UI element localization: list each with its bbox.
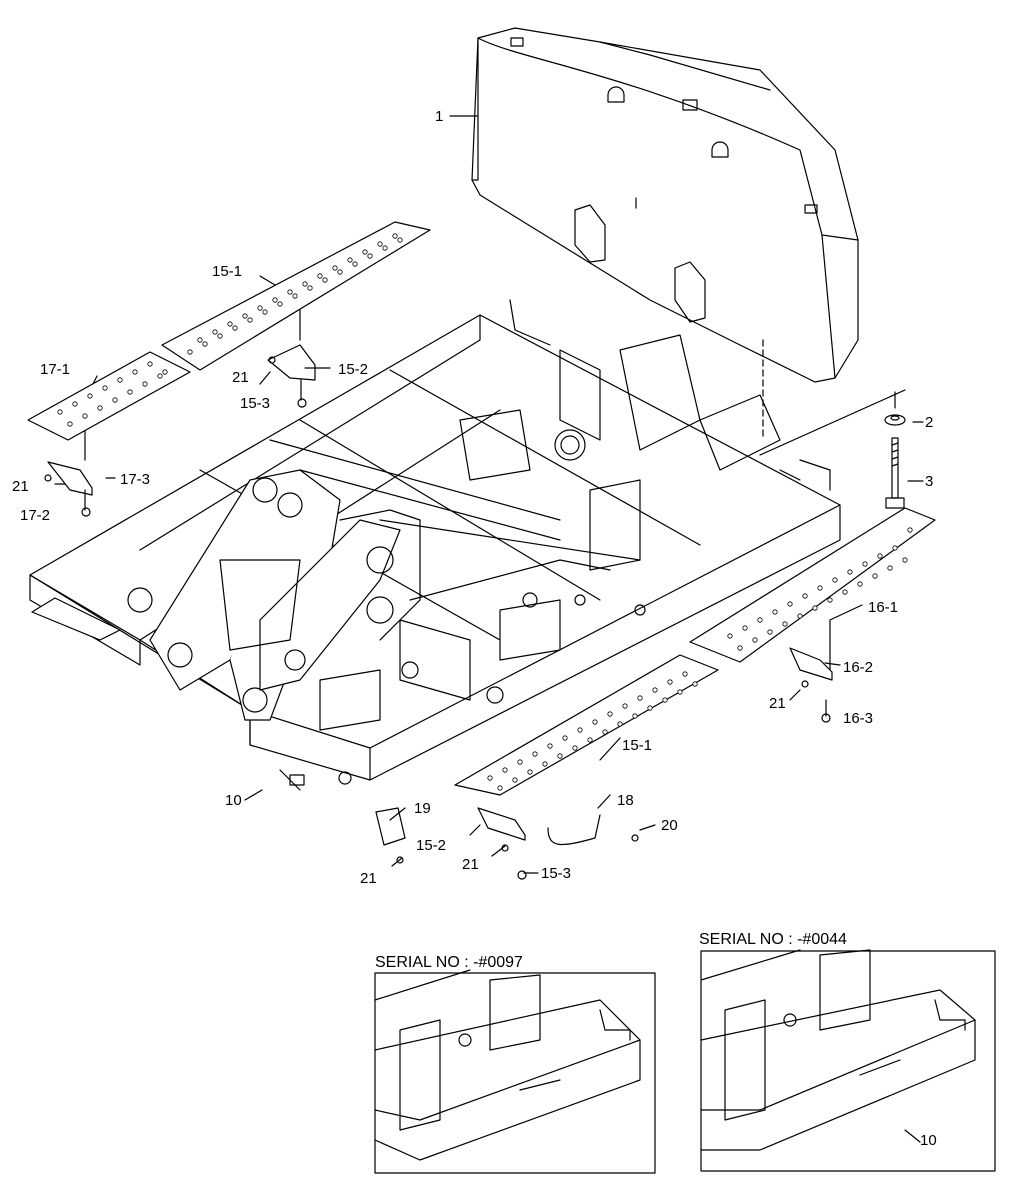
label-part-21-c: 21 [769, 695, 786, 712]
label-part-15-2-bottom: 15-2 [416, 837, 447, 854]
label-part-2: 2 [925, 414, 934, 431]
label-part-19: 19 [414, 800, 431, 817]
label-part-10: 10 [225, 792, 242, 809]
inset-right [700, 949, 996, 1172]
label-part-16-1: 16-1 [868, 599, 899, 616]
label-part-17-3: 17-3 [120, 471, 151, 488]
perforations [57, 233, 913, 791]
inset-left-title: SERIAL NO : -#0097 [375, 954, 523, 971]
label-part-16-2: 16-2 [843, 659, 874, 676]
label-part-17-1: 17-1 [40, 361, 71, 378]
label-part-10-inset: 10 [920, 1132, 937, 1149]
label-part-1: 1 [435, 108, 444, 125]
inset-left [374, 969, 656, 1174]
label-part-15-3-top: 15-3 [240, 395, 271, 412]
boom-brackets [149, 469, 421, 721]
washer-bolt [884, 414, 906, 509]
label-part-15-2-top: 15-2 [338, 361, 369, 378]
label-part-20: 20 [661, 817, 678, 834]
label-part-15-3-bottom: 15-3 [541, 865, 572, 882]
label-part-3: 3 [925, 473, 934, 490]
step-plate-17-1 [27, 351, 191, 441]
brackets [44, 344, 833, 880]
label-part-16-3: 16-3 [843, 710, 874, 727]
label-part-17-2: 17-2 [20, 507, 51, 524]
label-part-21-d: 21 [462, 856, 479, 873]
label-part-15-1-top: 15-1 [212, 263, 243, 280]
counterweight [471, 27, 859, 383]
step-plate-left [31, 597, 121, 641]
label-part-21-a: 21 [232, 369, 249, 386]
label-part-18: 18 [617, 792, 634, 809]
label-part-21-b: 21 [12, 478, 29, 495]
label-part-15-1-bottom: 15-1 [622, 737, 653, 754]
step-plate-16-1 [689, 507, 936, 663]
inset-right-title: SERIAL NO : -#0044 [699, 931, 847, 948]
label-part-21-e: 21 [360, 870, 377, 887]
